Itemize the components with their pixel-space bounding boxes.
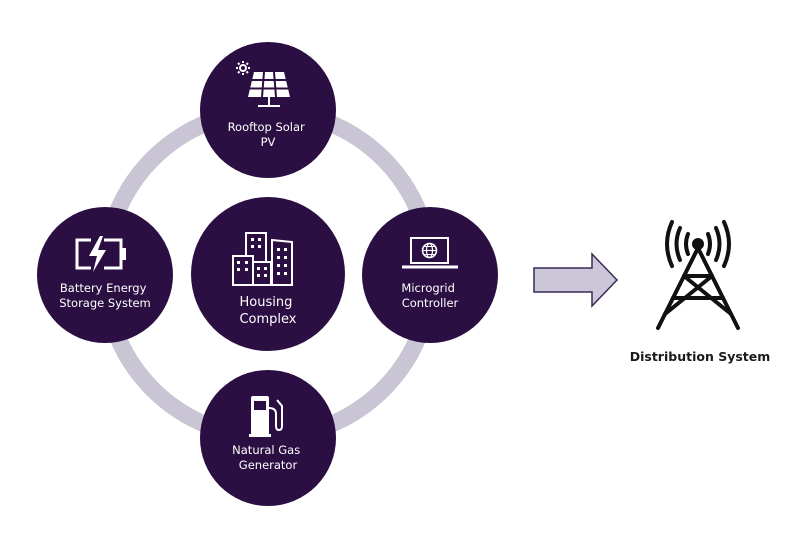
node-label-battery: Battery Energy Storage System xyxy=(59,281,151,310)
node-natural-gas-generator: Natural Gas Generator xyxy=(200,370,336,506)
node-rooftop-solar-pv: Rooftop Solar PV xyxy=(200,42,336,178)
fuel-pump-icon xyxy=(249,396,283,437)
node-label-microgrid-controller: Microgrid Controller xyxy=(401,281,458,310)
flow-arrow-icon xyxy=(533,252,619,308)
battery-charging-icon xyxy=(75,236,126,272)
distribution-system-label: Distribution System xyxy=(630,349,771,364)
laptop-globe-icon xyxy=(402,237,458,269)
node-label-natural-gas-generator: Natural Gas Generator xyxy=(232,443,304,472)
node-label-rooftop-solar-pv: Rooftop Solar PV xyxy=(228,120,309,149)
node-label-housing-complex: Housing Complex xyxy=(239,295,296,327)
transmission-tower-icon xyxy=(656,220,740,330)
solar-panel-icon xyxy=(236,61,290,107)
buildings-icon xyxy=(232,232,293,286)
node-battery-energy-storage-system: Battery Energy Storage System xyxy=(37,207,173,343)
node-microgrid-controller: Microgrid Controller xyxy=(362,207,498,343)
node-housing-complex: Housing Complex xyxy=(191,197,345,351)
